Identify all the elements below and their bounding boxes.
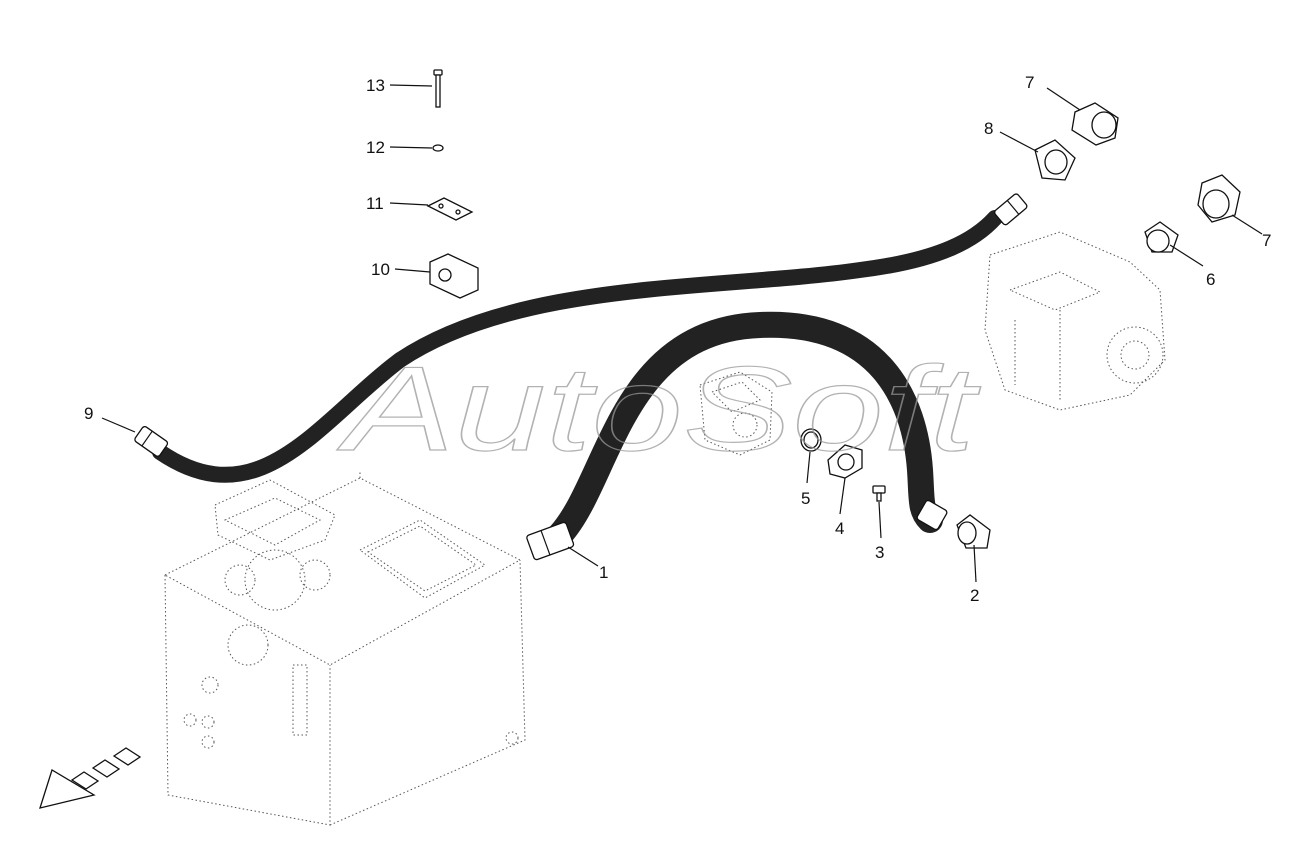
callout-1: 1 — [599, 563, 608, 582]
callout-11: 11 — [366, 194, 384, 213]
elbow-fitting-7a — [1071, 102, 1119, 146]
callout-13: 13 — [366, 76, 385, 95]
bolt-13 — [433, 69, 443, 108]
adapter-6 — [1144, 221, 1179, 253]
callout-7-top: 7 — [1025, 73, 1034, 92]
direction-arrow-icon — [39, 747, 142, 809]
callout-3: 3 — [875, 543, 884, 562]
auxiliary-motor — [699, 371, 773, 456]
hydraulic-tank — [163, 470, 526, 826]
screw-3 — [872, 485, 886, 502]
callout-7-right: 7 — [1262, 231, 1271, 250]
o-ring-5 — [800, 428, 822, 452]
flange-half-4 — [827, 444, 863, 479]
callout-9: 9 — [84, 404, 93, 423]
adapter-8 — [1034, 139, 1076, 181]
callout-12: 12 — [366, 138, 385, 157]
watermark: AutoSoft — [337, 342, 982, 476]
callout-10: 10 — [371, 260, 390, 279]
callout-4: 4 — [835, 519, 844, 538]
clamp-block-10 — [429, 253, 479, 299]
leader-lines — [101, 84, 1263, 583]
hydraulic-pump — [984, 231, 1166, 411]
callout-6: 6 — [1206, 270, 1215, 289]
flange-2 — [956, 514, 991, 549]
callout-2: 2 — [970, 586, 979, 605]
callout-8: 8 — [984, 119, 993, 138]
suction-hose-1 — [526, 311, 948, 561]
callout-labels: 13 12 11 10 7 8 7 6 9 1 5 4 3 2 — [84, 73, 1271, 605]
elbow-fitting-7b — [1197, 174, 1241, 223]
callout-5: 5 — [801, 489, 810, 508]
pressure-hose-9 — [134, 193, 1028, 483]
clamp-plate-11 — [426, 197, 474, 221]
washer-12 — [432, 144, 444, 152]
